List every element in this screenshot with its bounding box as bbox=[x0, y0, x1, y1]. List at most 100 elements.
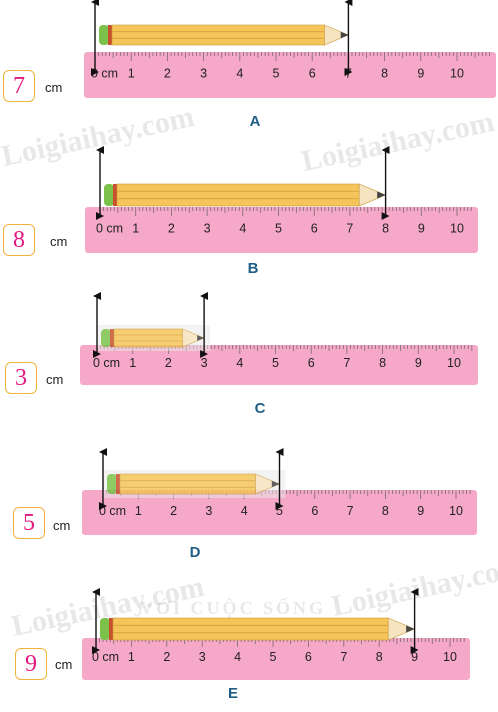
ruler-number: 3 bbox=[201, 356, 208, 370]
ruler-number: 1 bbox=[132, 221, 139, 235]
unit-label: cm bbox=[53, 518, 71, 533]
ruler-number: 2 bbox=[165, 356, 172, 370]
pencil-tip bbox=[387, 617, 416, 641]
ruler-number: 10 bbox=[443, 650, 457, 664]
pencil-body bbox=[119, 473, 256, 495]
ruler-zero-label: 0 cm bbox=[92, 650, 119, 664]
pencil-lead bbox=[377, 191, 386, 199]
ruler-number: 3 bbox=[205, 504, 212, 518]
answer-box-c[interactable]: 3 bbox=[5, 362, 37, 394]
label-a: A bbox=[249, 113, 261, 130]
pencil-tip bbox=[182, 328, 205, 348]
pencil-band bbox=[110, 329, 114, 347]
unit-label: cm bbox=[50, 234, 68, 249]
ruler-number: 3 bbox=[199, 650, 206, 664]
answer-value: 3 bbox=[15, 364, 27, 391]
answer-value: 7 bbox=[13, 72, 25, 99]
label-c: C bbox=[254, 400, 266, 417]
ruler-number: 8 bbox=[382, 221, 389, 235]
answer-box-b[interactable]: 8 bbox=[3, 224, 35, 256]
ruler-number: 7 bbox=[346, 221, 353, 235]
pencil bbox=[97, 325, 211, 351]
answer-box-d[interactable]: 5 bbox=[13, 507, 45, 539]
answer-box-a[interactable]: 7 bbox=[3, 70, 35, 102]
ruler-number: 9 bbox=[415, 356, 422, 370]
ruler-number: 8 bbox=[379, 356, 386, 370]
ruler-number: 2 bbox=[163, 650, 170, 664]
ruler-number: 7 bbox=[347, 504, 354, 518]
ruler-number: 8 bbox=[382, 504, 389, 518]
ruler-number: 1 bbox=[135, 504, 142, 518]
ruler bbox=[82, 490, 477, 535]
ruler-number: 3 bbox=[204, 221, 211, 235]
pencil-band bbox=[113, 184, 117, 206]
pencil-tip bbox=[324, 24, 350, 46]
ruler bbox=[85, 207, 478, 253]
ruler-number: 5 bbox=[276, 504, 283, 518]
pencil-lead bbox=[340, 31, 349, 39]
pencil-band bbox=[109, 618, 113, 640]
eraser bbox=[107, 474, 117, 494]
unit-label: cm bbox=[55, 657, 73, 672]
pencil-tip bbox=[255, 473, 281, 495]
ruler-number: 4 bbox=[241, 504, 248, 518]
ruler-number: 10 bbox=[449, 504, 463, 518]
ruler-number: 8 bbox=[376, 650, 383, 664]
unit-label: cm bbox=[46, 372, 64, 387]
eraser bbox=[99, 25, 109, 45]
ruler-number: 9 bbox=[417, 66, 424, 80]
eraser bbox=[100, 618, 110, 640]
ruler-number: 10 bbox=[450, 221, 464, 235]
watermark-slogan: VỚI CUỘC SỐNG bbox=[140, 598, 327, 618]
ruler bbox=[84, 52, 496, 98]
pencil bbox=[100, 617, 416, 641]
unit-label: cm bbox=[45, 80, 63, 95]
pencil-lead bbox=[406, 625, 415, 633]
answer-box-e[interactable]: 9 bbox=[15, 648, 47, 680]
ruler-number: 8 bbox=[381, 66, 388, 80]
pencil-body bbox=[111, 24, 325, 46]
eraser bbox=[101, 329, 111, 347]
ruler-number: 4 bbox=[234, 650, 241, 664]
pencil-body bbox=[116, 183, 360, 207]
ruler-number: 4 bbox=[239, 221, 246, 235]
pencil bbox=[104, 183, 387, 207]
ruler-number: 7 bbox=[340, 650, 347, 664]
ruler-number: 5 bbox=[270, 650, 277, 664]
ruler-number: 6 bbox=[311, 221, 318, 235]
ruler-number: 10 bbox=[447, 356, 461, 370]
ruler-number: 6 bbox=[305, 650, 312, 664]
label-d: D bbox=[189, 544, 201, 561]
ruler-number: 5 bbox=[275, 221, 282, 235]
pencil-band bbox=[116, 474, 120, 494]
ruler-number: 2 bbox=[168, 221, 175, 235]
ruler bbox=[82, 638, 470, 680]
pencil-body bbox=[113, 328, 183, 348]
ruler-number: 7 bbox=[343, 356, 350, 370]
ruler-number: 4 bbox=[236, 66, 243, 80]
eraser bbox=[104, 184, 114, 206]
ruler-number: 6 bbox=[311, 504, 318, 518]
ruler-number: 9 bbox=[418, 221, 425, 235]
ruler-number: 6 bbox=[309, 66, 316, 80]
answer-value: 5 bbox=[23, 509, 35, 536]
ruler-number: 9 bbox=[411, 650, 418, 664]
answer-value: 9 bbox=[25, 650, 37, 677]
pencil bbox=[103, 470, 286, 498]
ruler-number: 1 bbox=[129, 356, 136, 370]
pencil-band bbox=[108, 25, 112, 45]
pencil bbox=[99, 24, 350, 46]
ruler-number: 5 bbox=[272, 356, 279, 370]
ruler-ticks bbox=[94, 52, 490, 61]
ruler-number: 1 bbox=[128, 66, 135, 80]
ruler-number: 5 bbox=[273, 66, 280, 80]
ruler-number: 2 bbox=[164, 66, 171, 80]
answer-value: 8 bbox=[13, 226, 25, 253]
